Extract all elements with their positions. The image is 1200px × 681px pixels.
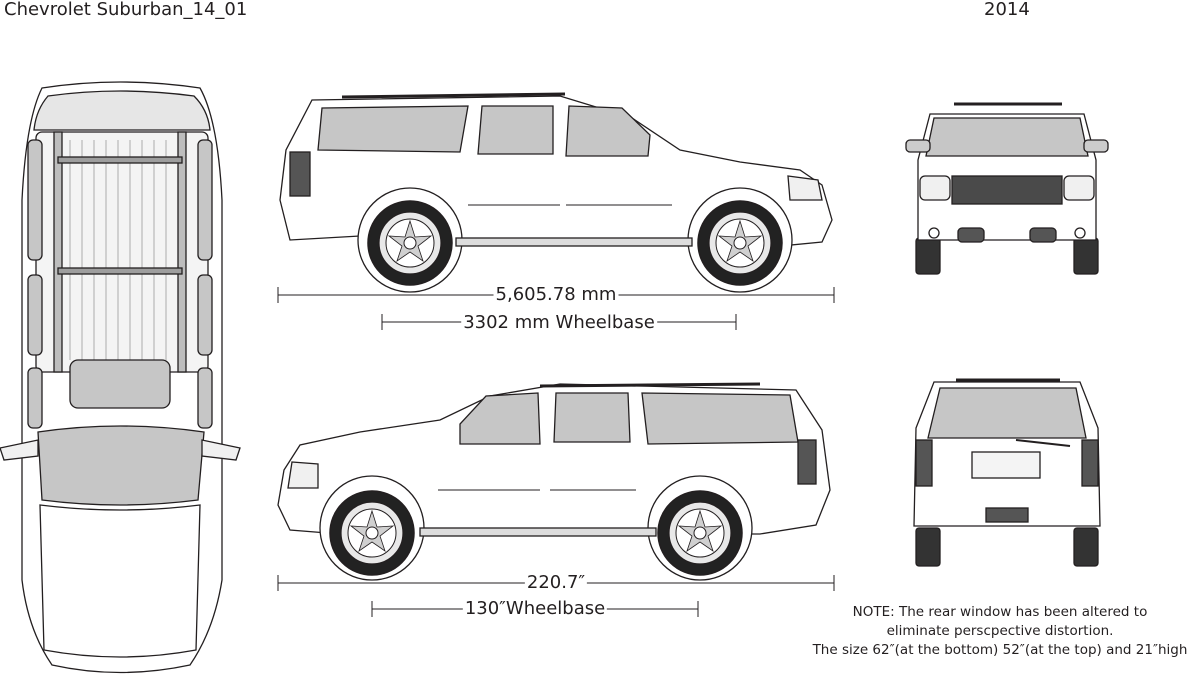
- note-line-2: eliminate perscpective distortion.: [886, 623, 1114, 639]
- note-line-1: NOTE: The rear window has been altered t…: [852, 604, 1148, 620]
- side-view-right: [279, 92, 833, 293]
- top-view: [0, 81, 241, 674]
- model-year: 2014: [984, 0, 1030, 20]
- metric-wheelbase-label: 3302 mm Wheelbase: [461, 312, 657, 333]
- note-line-3: The size 62″(at the bottom) 52″(at the t…: [812, 642, 1188, 658]
- imperial-wheelbase-label: 130″Wheelbase: [462, 598, 608, 619]
- rear-window-note: NOTE: The rear window has been altered t…: [800, 603, 1200, 660]
- metric-length-label: 5,605.78 mm: [493, 284, 619, 305]
- imperial-length-label: 220.7″: [524, 572, 588, 593]
- side-view-left: [277, 382, 831, 581]
- front-view: [905, 102, 1109, 275]
- page-title: Chevrolet Suburban_14_01: [4, 0, 248, 20]
- rear-view: [913, 378, 1101, 567]
